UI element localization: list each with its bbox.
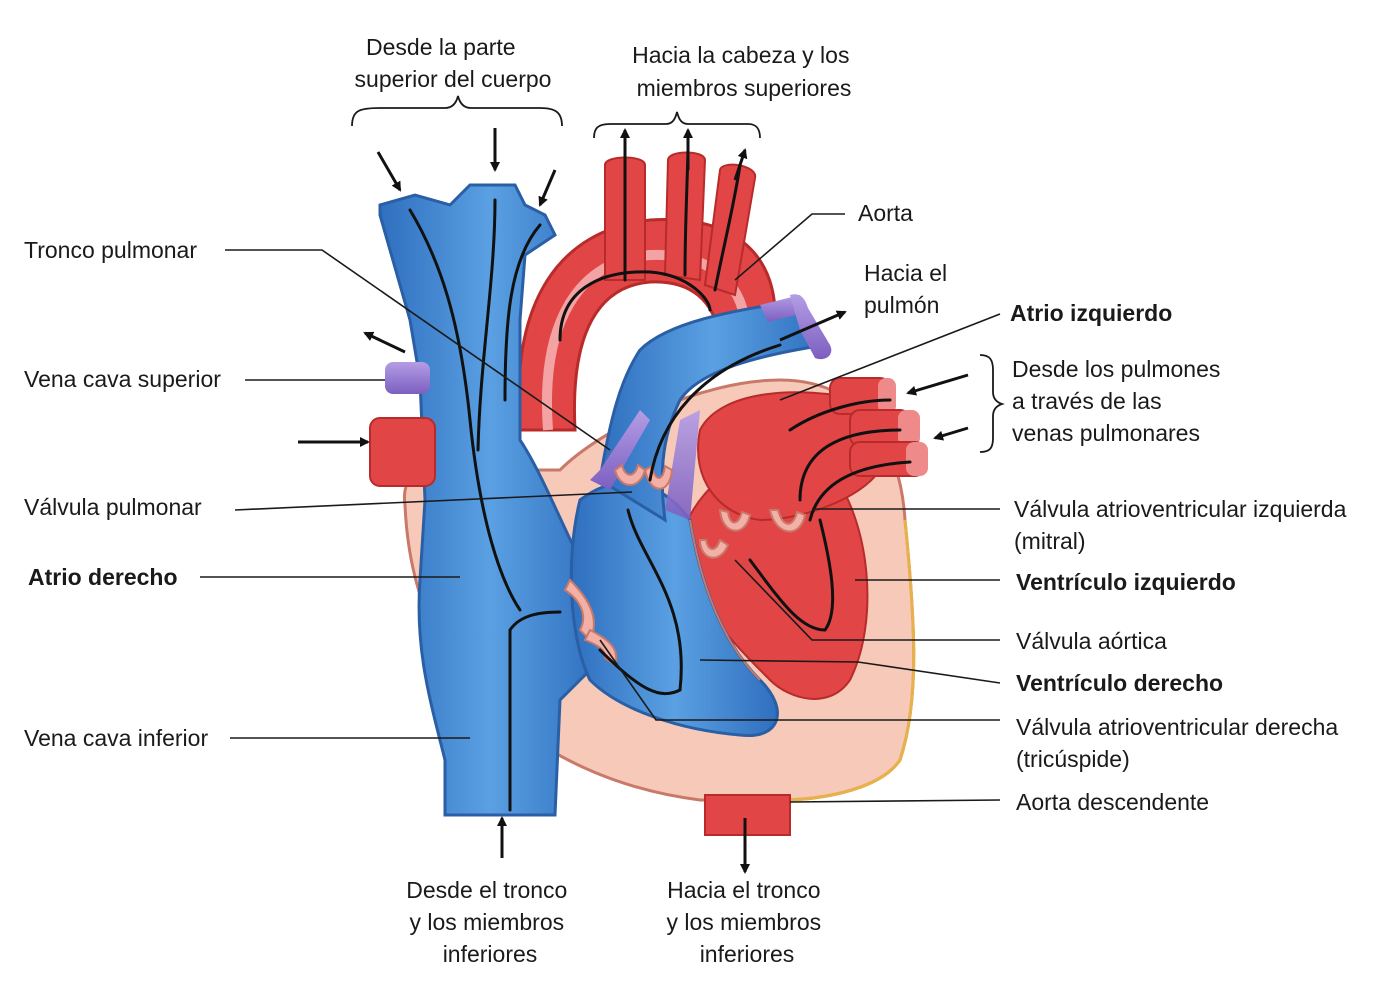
heart-anatomy [369, 151, 928, 836]
labels: Desde la parte superior del cuerpo Hacia… [24, 34, 1353, 967]
label-hacia-tronco: Hacia el tronco y los miembros inferiore… [666, 877, 827, 967]
label-hacia-pulmon: Hacia el pulmón [864, 260, 954, 318]
label-aorta: Aorta [858, 200, 913, 226]
label-valvula-aortica: Válvula aórtica [1016, 628, 1167, 654]
left-atrium [697, 391, 882, 522]
label-vena-cava-inferior: Vena cava inferior [24, 725, 208, 751]
pulmonary-vein-left [369, 417, 436, 487]
label-hacia-cabeza: Hacia la cabeza y los miembros superiore… [632, 42, 856, 101]
descending-aorta [704, 794, 791, 836]
brace-top-right [593, 111, 761, 139]
left-pulmonary-stub [385, 362, 430, 394]
label-tronco-pulmonar: Tronco pulmonar [24, 237, 197, 263]
label-atrio-derecho: Atrio derecho [28, 564, 178, 590]
label-aorta-descendente: Aorta descendente [1016, 789, 1209, 815]
label-vena-cava-superior: Vena cava superior [24, 366, 221, 392]
label-desde-pulmones: Desde los pulmones a través de las venas… [1012, 356, 1227, 446]
label-ventriculo-izquierdo: Ventrículo izquierdo [1016, 569, 1236, 595]
valves [563, 463, 807, 667]
label-ventriculo-derecho: Ventrículo derecho [1016, 670, 1223, 696]
label-atrio-izquierdo: Atrio izquierdo [1010, 300, 1172, 326]
label-valvula-av-izquierda: Válvula atrioventricular izquierda (mitr… [1014, 496, 1353, 554]
label-valvula-av-derecha: Válvula atrioventricular derecha (tricús… [1016, 714, 1345, 772]
braces [351, 95, 1005, 453]
flow-arrows [298, 128, 969, 874]
brace-right [979, 354, 1005, 453]
label-desde-tronco: Desde el tronco y los miembros inferiore… [406, 877, 573, 967]
label-valvula-pulmonar: Válvula pulmonar [24, 494, 202, 520]
label-desde-superior: Desde la parte superior del cuerpo [355, 34, 552, 92]
leader-lines [200, 213, 1001, 803]
brace-top-left [351, 95, 563, 127]
